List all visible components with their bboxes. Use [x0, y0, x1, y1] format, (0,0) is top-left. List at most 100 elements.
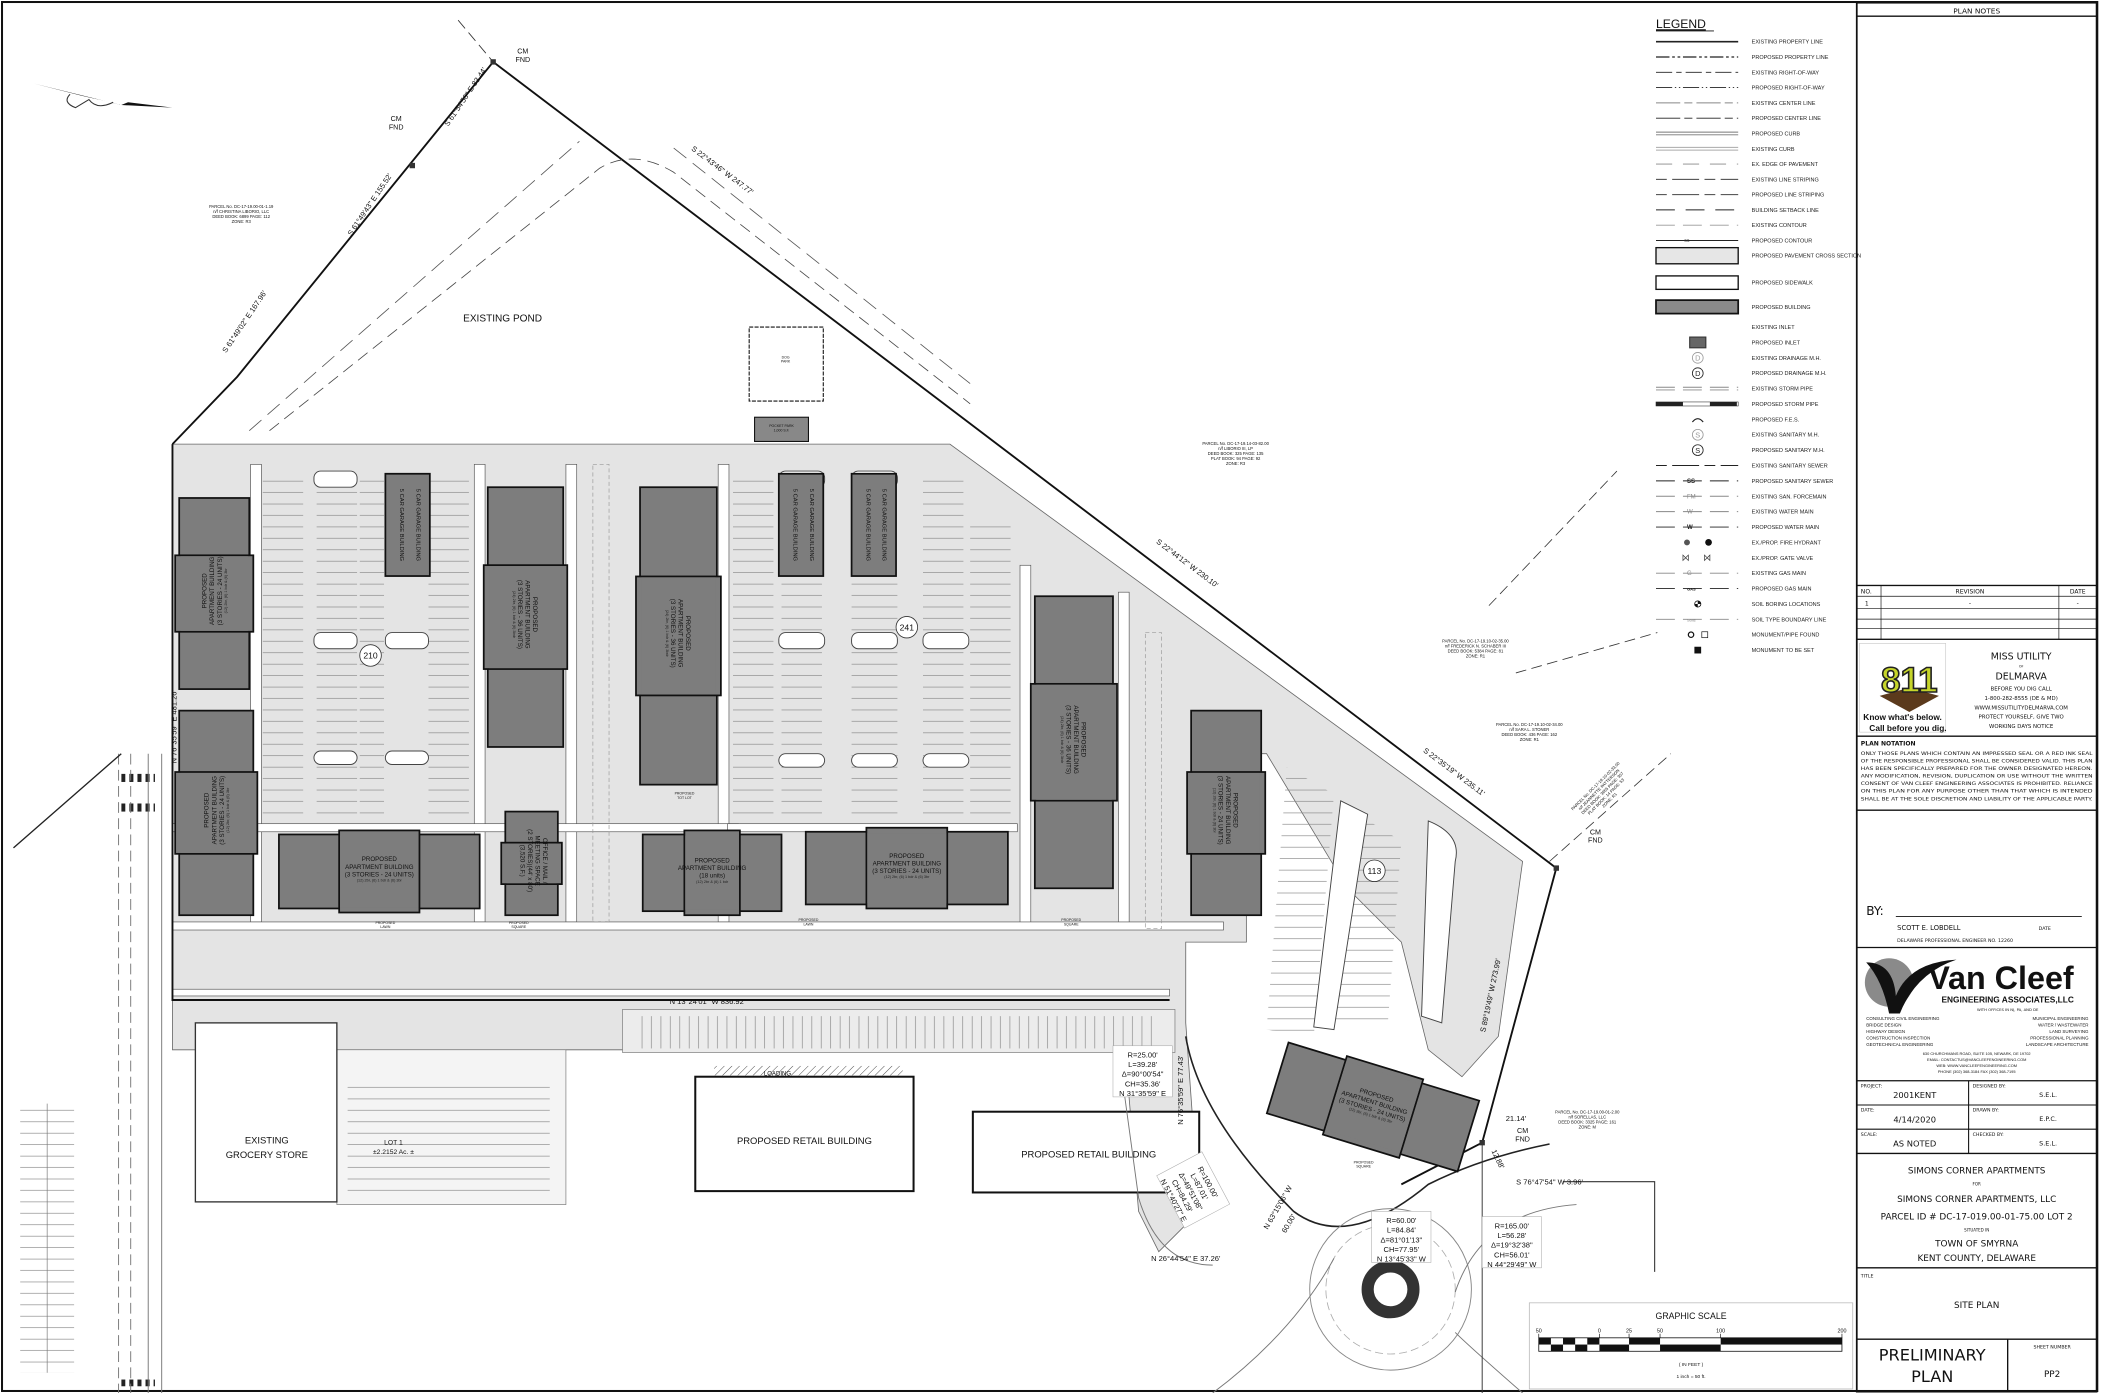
svg-text:(3 STORIES - 36 UNITS): (3 STORIES - 36 UNITS) [669, 599, 676, 668]
firm-address: 630 CHURCHMANS ROAD, SUITE 105, NEWARK, … [1923, 1051, 2031, 1056]
svg-text:N 31°35'59" E: N 31°35'59" E [1119, 1089, 1166, 1098]
svg-text:PARCEL No. DC-17-19.10-02-34.0: PARCEL No. DC-17-19.10-02-34.00 [1496, 722, 1563, 727]
text-line-icon: SS [1655, 479, 1739, 485]
svg-text:PROPOSED RETAIL BUILDING: PROPOSED RETAIL BUILDING [737, 1135, 872, 1146]
legend-label: MONUMENT TO BE SET [1752, 648, 1815, 654]
plan-status-line1: PRELIMINARY [1879, 1346, 1986, 1365]
svg-text:66: 66 [1684, 238, 1690, 243]
inlet-icon [1689, 336, 1707, 349]
engineer-license: DELAWARE PROFESSIONAL ENGINEER NO. 12260 [1897, 938, 2013, 944]
text-line-icon: W [1655, 525, 1739, 531]
retail-building-1 [694, 1075, 915, 1193]
svg-text:1,000 S.F.: 1,000 S.F. [774, 428, 790, 432]
dog-park-fence [748, 326, 824, 402]
svg-text:N 26°44'54" E 37.26': N 26°44'54" E 37.26' [1151, 1254, 1221, 1263]
circle-letter-gray-icon: S [1691, 428, 1704, 441]
legend-item: PROPOSED STORM PIPE [1655, 401, 1819, 408]
signature-by: BY: [1866, 904, 1884, 918]
legend-item: EXISTING CONTOUR [1655, 223, 1807, 229]
parking-count-badge: 113 [1363, 859, 1386, 882]
legend-title: LEGEND [1656, 17, 1706, 31]
svg-text:APARTMENT BUILDING: APARTMENT BUILDING [676, 599, 683, 668]
title-block: PLAN NOTES NO. REVISION DATE 1 - - 811 K… [1855, 1, 2098, 1393]
svg-text:SQUARE: SQUARE [1064, 922, 1079, 926]
svg-text:FND: FND [515, 56, 530, 64]
project-field-label: DATE: [1861, 1108, 1875, 1114]
circle-letter-icon: S [1691, 444, 1704, 456]
legend-label: EXISTING CENTER LINE [1752, 101, 1816, 107]
svg-text:PROPOSED: PROPOSED [1079, 722, 1086, 758]
svg-text:LOADING: LOADING [764, 1071, 792, 1077]
garage-label: 5 CAR GARAGE BUILDING [864, 489, 870, 562]
svg-text:Call before you dig.: Call before you dig. [1869, 723, 1946, 733]
legend-label: MONUMENT/PIPE FOUND [1752, 633, 1820, 639]
svg-text:LAWN: LAWN [380, 925, 390, 929]
svg-text:±2.2152 Ac. ±: ±2.2152 Ac. ± [373, 1149, 414, 1156]
svg-text:(3 STORIES - 36 UNITS): (3 STORIES - 36 UNITS) [516, 580, 523, 649]
svg-text:CM: CM [1590, 828, 1601, 836]
project-town: TOWN OF SMYRNA [1934, 1239, 2018, 1249]
legend-item: SOIL BORING LOCATIONS [1694, 600, 1821, 608]
double-gray-icon [1655, 131, 1739, 136]
box-light-icon [1655, 246, 1739, 265]
svg-text:S 61°49'43" E 155.52': S 61°49'43" E 155.52' [346, 171, 395, 237]
svg-text:APARTMENT BUILDING: APARTMENT BUILDING [523, 580, 530, 649]
plan-notation-line: OF THE RESPONSIBLE PROFESSIONAL SHALL BE… [1861, 759, 2093, 765]
svg-text:Δ=19°32'38": Δ=19°32'38" [1491, 1241, 1533, 1250]
box-sidewalk-icon [1655, 275, 1739, 291]
scale-tick-label: 0 [1598, 1328, 1601, 1334]
sheet-title: SITE PLAN [1954, 1301, 1999, 1311]
svg-text:SQUARE: SQUARE [511, 925, 526, 929]
svg-text:DEED BOOK: 325 PAGE: 135: DEED BOOK: 325 PAGE: 135 [1208, 451, 1264, 456]
lot-113-stalls [1266, 767, 1457, 1037]
svg-text:PARCEL No. DC-17-19.00-01-2.00: PARCEL No. DC-17-19.00-01-2.00 [1555, 1110, 1620, 1115]
legend-label: PROPOSED LINE STRIPING [1752, 193, 1825, 199]
svg-text:D: D [1695, 369, 1700, 378]
svg-text:TOT LOT: TOT LOT [677, 796, 693, 800]
project-field-label: DESIGNED BY: [1973, 1083, 2006, 1089]
svg-text:PROPOSED: PROPOSED [799, 918, 819, 922]
adjacent-parcel-note: PARCEL No. DC-17-19.14-03-82.00n/f LIBOR… [1202, 441, 1269, 466]
sheet-number-label: SHEET NUMBER [2033, 1345, 2071, 1351]
svg-text:DEED BOOK: 436 PAGE: 162: DEED BOOK: 436 PAGE: 162 [1502, 732, 1558, 737]
text-line-gray-icon: FM [1655, 494, 1739, 500]
svg-text:(3 STORIES - 36 UNITS): (3 STORIES - 36 UNITS) [1064, 705, 1071, 774]
graphic-scale-title: GRAPHIC SCALE [1656, 1311, 1727, 1321]
svg-text:GAS: GAS [1687, 587, 1696, 592]
legend-label: EXISTING DRAINAGE M.H. [1752, 356, 1822, 362]
right-of-way-line [1488, 470, 1618, 606]
legend-label: PROPOSED PAVEMENT CROSS SECTION [1752, 254, 1861, 260]
svg-text:OFFICE / MAIL /: OFFICE / MAIL / [541, 838, 548, 884]
bearing-label: N 76°35'59" E 77.43' [1176, 1055, 1185, 1125]
soil-boring-icon [1694, 600, 1702, 608]
right-of-way-line [1515, 632, 1658, 674]
parking-count-badge: 210 [359, 644, 382, 667]
legend-label: EXISTING GAS MAIN [1752, 571, 1806, 577]
grocery-store-outline [194, 1022, 338, 1203]
legend-item: EXISTING LINE STRIPING [1655, 177, 1819, 183]
svg-text:241: 241 [900, 622, 915, 632]
project-county: KENT COUNTY, DELAWARE [1917, 1254, 2036, 1264]
svg-text:CH=77.95': CH=77.95' [1384, 1245, 1420, 1254]
svg-text:PARK: PARK [781, 360, 791, 364]
svg-text:60.00': 60.00' [1280, 1212, 1298, 1235]
svg-text:APARTMENT BUILDING: APARTMENT BUILDING [873, 860, 942, 867]
adjacent-parcel-note: PARCEL No. DC-17-19.10-02-35.00n/f FREDE… [1442, 639, 1509, 659]
adjacent-parcel-note: PARCEL No. DC-17-19.00-01-2.00n/f SORELL… [1555, 1110, 1620, 1130]
property-line-nw [171, 60, 1558, 1186]
signature-date-label: DATE [2039, 926, 2051, 932]
grocery-parking-stalls [347, 1076, 550, 1198]
plan-notation-line: ON THIS PLAN FOR ANY PURPOSE OTHER THAN … [1861, 789, 2093, 795]
legend-label: EXISTING WATER MAIN [1752, 510, 1814, 516]
legend-label: EXISTING SAN. FORCEMAIN [1752, 494, 1827, 500]
